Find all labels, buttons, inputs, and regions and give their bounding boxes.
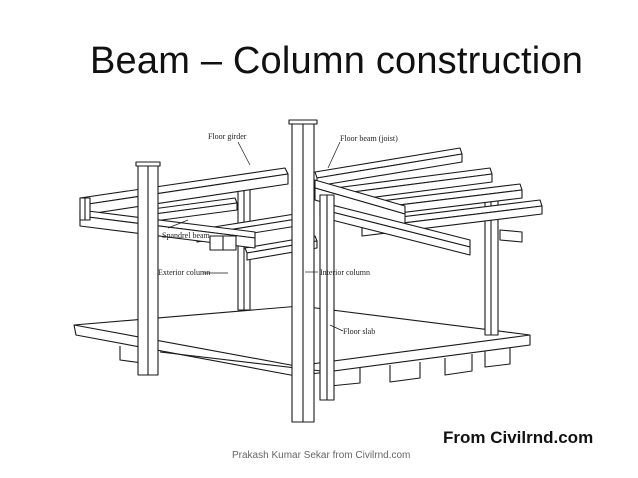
label-floor-girder: Floor girder bbox=[208, 132, 247, 141]
label-spandrel-beam: Spandrel beam bbox=[162, 231, 211, 240]
leader-lines bbox=[167, 141, 344, 332]
exterior-column bbox=[135, 161, 161, 376]
source-note: From Civilrnd.com bbox=[443, 428, 594, 447]
floor-girder bbox=[79, 167, 289, 216]
beam-stubs bbox=[79, 197, 523, 251]
interior-column bbox=[288, 119, 318, 423]
beam-column-diagram: Floor girder Floor beam (joist) Spandrel… bbox=[73, 119, 543, 423]
slide-title: Beam – Column construction bbox=[90, 40, 584, 82]
right-girder bbox=[314, 179, 471, 256]
slide-footer: Prakash Kumar Sekar from Civilrnd.com bbox=[232, 450, 411, 461]
front-right-column bbox=[319, 194, 335, 401]
label-floor-beam: Floor beam (joist) bbox=[340, 134, 398, 143]
label-exterior-column: Exterior column bbox=[158, 268, 210, 277]
label-interior-column: Interior column bbox=[320, 268, 370, 277]
label-floor-slab: Floor slab bbox=[343, 327, 375, 336]
